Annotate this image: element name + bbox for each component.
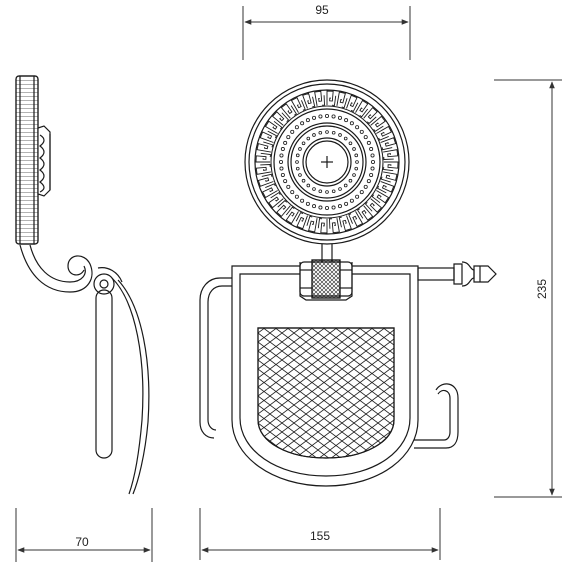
dot-ring-outer	[278, 114, 375, 210]
side-view	[15, 75, 150, 495]
front-rosette	[244, 79, 410, 245]
side-wall-plate	[15, 75, 39, 245]
dim-width-label: 155	[310, 529, 330, 543]
side-curved-arm	[19, 244, 93, 293]
front-right-hook	[414, 383, 459, 449]
dot-ring-inner	[295, 130, 359, 194]
front-view	[199, 79, 497, 487]
dim-height-label: 235	[535, 279, 549, 299]
side-pivot-and-flap	[93, 267, 150, 495]
front-left-loop	[199, 277, 232, 439]
greek-key-band	[255, 90, 399, 234]
dim-top-width-label: 95	[315, 3, 329, 17]
plus-icon	[321, 156, 333, 168]
front-knurled-collar	[299, 259, 353, 301]
side-ornate-boss	[37, 125, 51, 197]
dimension-lines	[15, 6, 562, 562]
dim-depth-label: 70	[75, 535, 89, 549]
front-mesh-panel	[257, 327, 395, 459]
dimension-labels: 95 235 70 155	[75, 3, 549, 549]
front-stem	[321, 244, 333, 262]
front-rod-finial	[417, 261, 497, 287]
